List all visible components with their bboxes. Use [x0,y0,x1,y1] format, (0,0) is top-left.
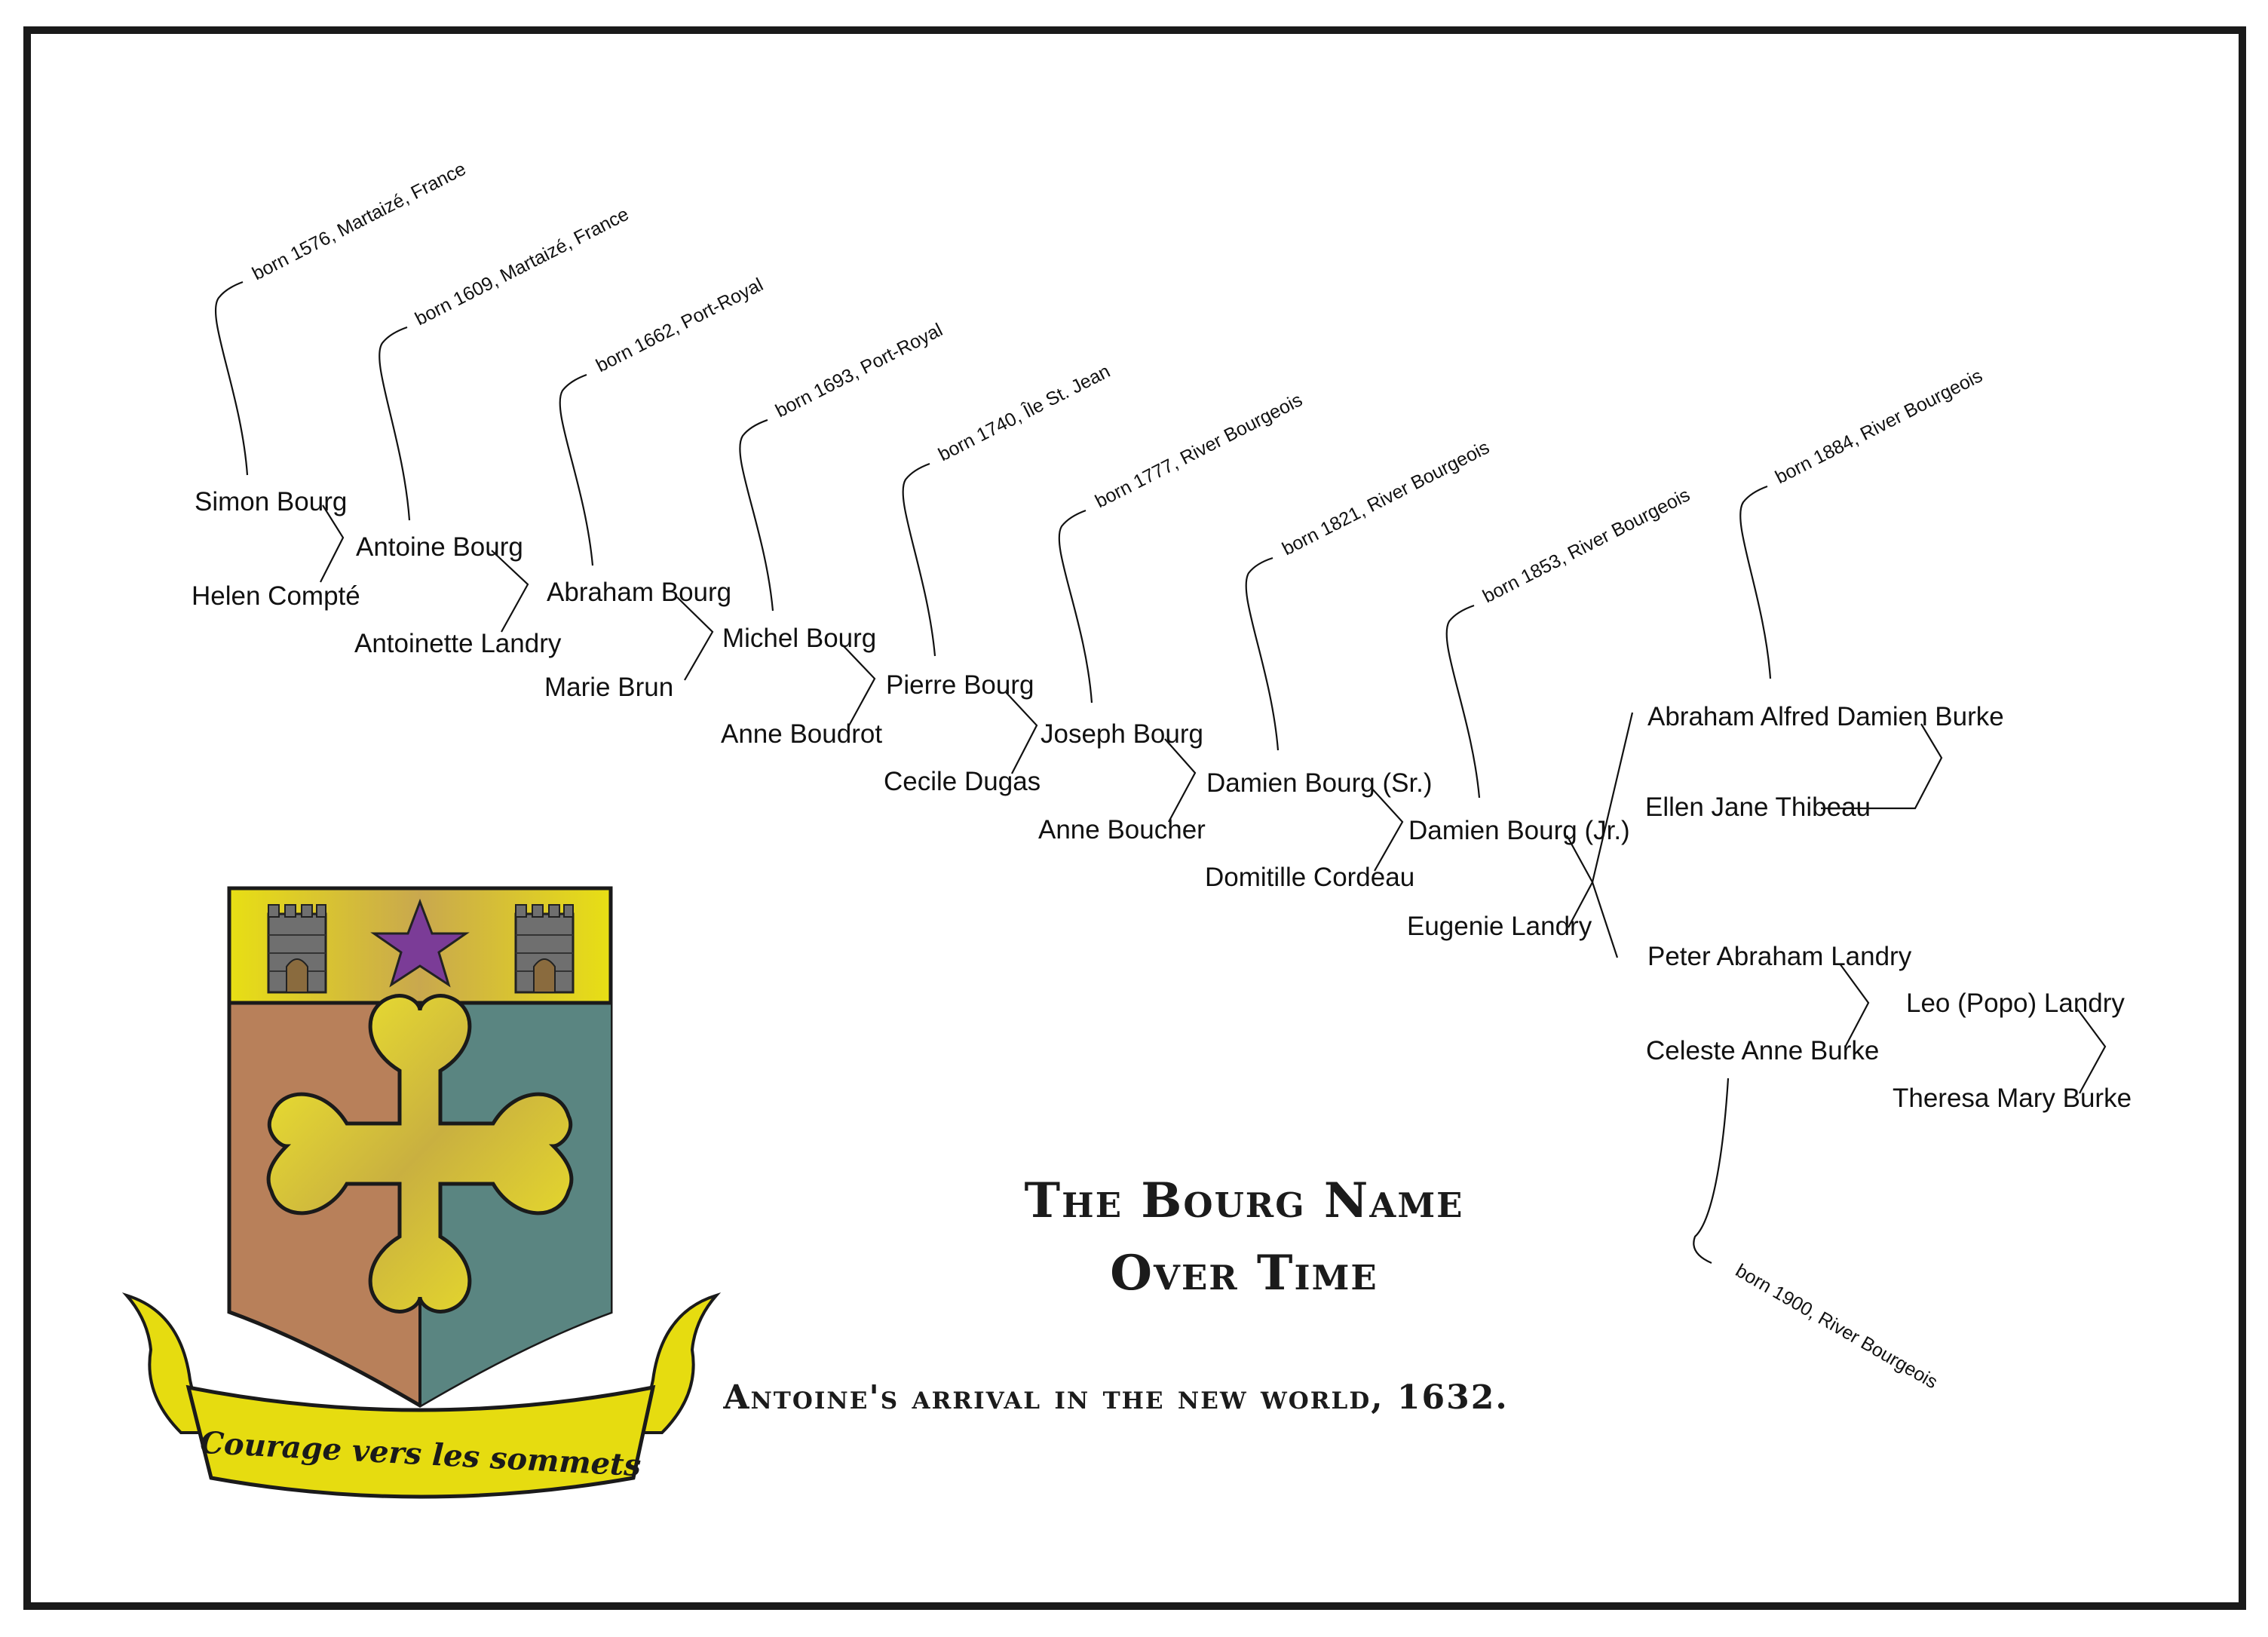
tower-icon-left [267,904,327,994]
person-damien-bourg-sr: Damien Bourg (Sr.) [1206,768,1433,798]
person-domitille-cordeau: Domitille Cordeau [1205,863,1414,892]
person-abraham-alfred-damien-burke: Abraham Alfred Damien Burke [1647,702,2004,731]
page-border [23,26,2246,1610]
person-ellen-jane-thibeau: Ellen Jane Thibeau [1645,792,1871,822]
person-anne-boudrot: Anne Boudrot [721,719,882,749]
person-celeste-anne-burke: Celeste Anne Burke [1646,1036,1879,1065]
connector-lines [215,280,2107,1265]
person-theresa-mary-burke: Theresa Mary Burke [1893,1084,2132,1113]
birth-abraham-alfred: born 1884, River Bourgeois [1772,365,1986,488]
person-joseph-bourg: Joseph Bourg [1041,719,1203,749]
person-antoine-bourg: Antoine Bourg [356,532,523,562]
person-anne-boucher: Anne Boucher [1038,815,1206,845]
birth-pierre: born 1740, Île St. Jean [935,360,1114,465]
birth-michel: born 1693, Port-Royal [772,319,946,422]
birth-damien-jr: born 1853, River Bourgeois [1479,484,1693,607]
birth-simon: born 1576, Martaizé, France [249,158,470,285]
page-subtitle: Antoine's arrival in the new world, 1632… [722,1378,1508,1417]
coat-of-arms: Courage vers les sommets [121,886,722,1499]
person-simon-bourg: Simon Bourg [195,487,347,517]
person-michel-bourg: Michel Bourg [722,624,876,653]
person-damien-bourg-jr: Damien Bourg (Jr.) [1408,816,1630,845]
star-icon [370,898,470,988]
person-helen-compte: Helen Compté [192,581,360,611]
birth-celeste: born 1900, River Bourgeois [1732,1260,1942,1393]
birth-abraham: born 1662, Port-Royal [593,274,767,376]
person-names: Simon Bourg Helen Compté Antoine Bourg A… [192,487,2132,1113]
person-marie-brun: Marie Brun [544,673,673,702]
person-leo-popo-landry: Leo (Popo) Landry [1906,989,2125,1018]
person-peter-abraham-landry: Peter Abraham Landry [1647,942,1912,971]
birth-antoine: born 1609, Martaizé, France [412,204,633,330]
page-title-line2: Over Time [1110,1245,1378,1301]
person-antoinette-landry: Antoinette Landry [354,629,562,658]
person-abraham-bourg: Abraham Bourg [547,578,731,607]
person-cecile-dugas: Cecile Dugas [884,767,1041,796]
person-pierre-bourg: Pierre Bourg [886,670,1034,700]
cross-icon [266,994,574,1314]
person-eugenie-landry: Eugenie Landry [1407,912,1592,941]
tower-icon-right [514,904,575,994]
page-title: The Bourg Name [1025,1173,1464,1229]
birth-damien-sr: born 1821, River Bourgeois [1279,437,1493,559]
motto-ribbon [185,1384,656,1499]
birth-joseph: born 1777, River Bourgeois [1092,389,1306,512]
